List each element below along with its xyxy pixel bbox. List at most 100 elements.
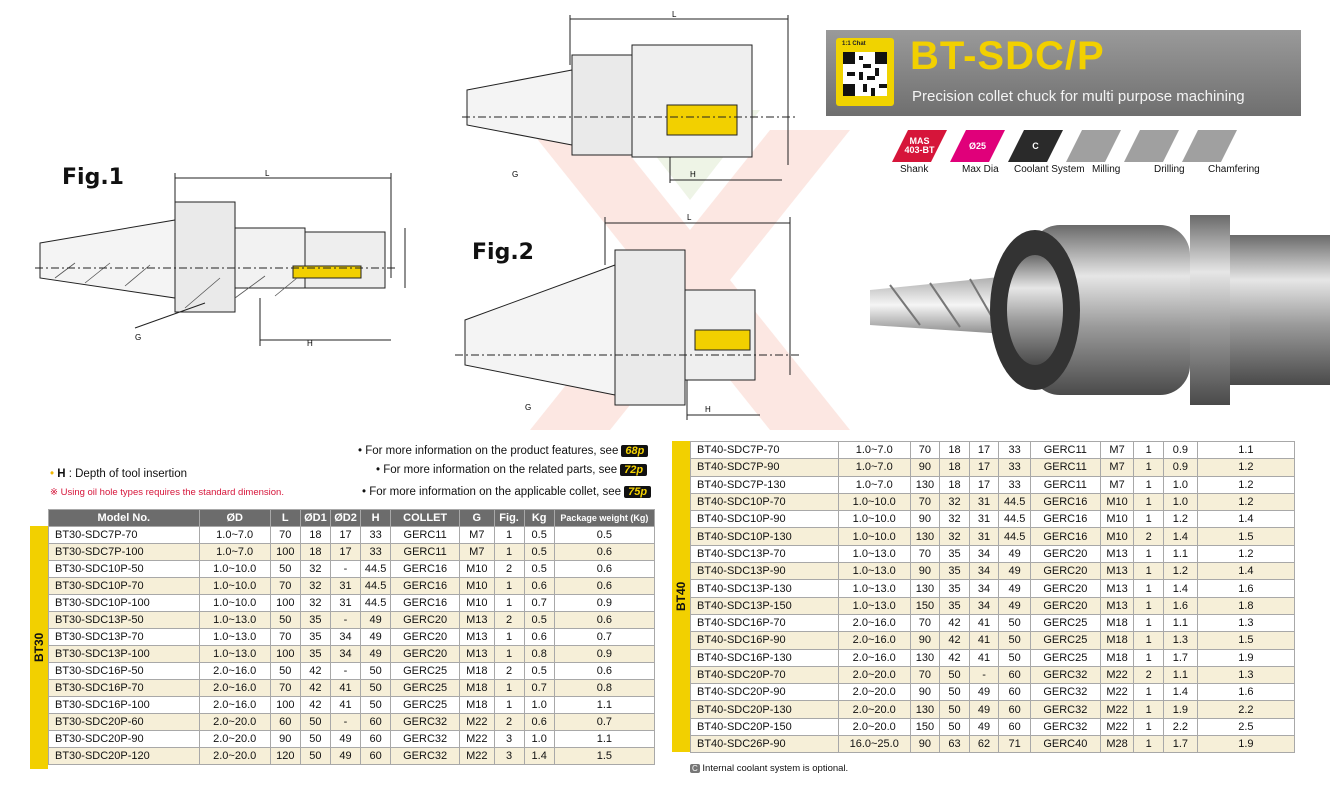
table-cell: 1.3 [1163, 631, 1198, 650]
table-cell: 18 [299, 526, 331, 544]
table-cell: GERC11 [1029, 440, 1101, 460]
table-cell: 0.5 [523, 543, 555, 561]
table-cell: M10 [459, 594, 495, 612]
table-cell: 70 [909, 544, 941, 564]
table-cell: 90 [909, 735, 941, 754]
bt30-header-cell: ØD1 [299, 509, 331, 527]
table-cell: 70 [269, 679, 301, 697]
table-cell: 1.0~13.0 [198, 611, 271, 629]
bt40-group-label: BT40 [672, 441, 690, 752]
table-cell: 35 [939, 562, 970, 581]
table-cell: 1.1 [1163, 665, 1198, 685]
table-cell: 60 [360, 747, 392, 765]
table-cell: 2.0~20.0 [837, 683, 911, 702]
table-cell: 1.7 [1163, 735, 1198, 754]
table-cell: 60 [269, 713, 301, 731]
feature-icon-caption: Drilling [1154, 164, 1185, 175]
table-cell: 1 [493, 577, 525, 595]
table-cell: 50 [998, 613, 1031, 633]
table-cell: 0.6 [523, 628, 555, 646]
table-cell: 34 [968, 579, 1000, 598]
table-cell: 33 [360, 526, 392, 544]
table-cell: 35 [299, 628, 331, 646]
table-cell: 49 [329, 747, 362, 765]
table-cell: 44.5 [998, 527, 1031, 546]
table-cell: M18 [1099, 613, 1135, 633]
table-cell: 90 [909, 631, 941, 650]
table-cell: GERC25 [390, 679, 461, 697]
table-cell: GERC11 [1029, 458, 1101, 477]
table-cell: 150 [909, 596, 941, 615]
table-cell: 1.9 [1163, 700, 1198, 719]
table-cell: GERC25 [1029, 613, 1101, 633]
table-cell: 2.0~16.0 [837, 648, 911, 667]
table-cell: GERC16 [390, 594, 461, 612]
table-cell: 2.0~20.0 [837, 717, 911, 737]
table-cell: 50 [269, 662, 301, 680]
table-cell: M13 [1099, 544, 1135, 564]
collet-page-ref[interactable]: 75p [624, 486, 652, 498]
table-cell: 41 [329, 679, 362, 697]
table-cell: 50 [360, 662, 392, 680]
fig3-H-label: H [690, 170, 696, 179]
fig1-drawing: L G H [35, 169, 406, 348]
table-cell: 32 [939, 492, 970, 512]
table-cell: BT40-SDC13P-70 [690, 544, 839, 564]
table-cell: 0.8 [553, 679, 656, 697]
table-cell: 1.0 [1163, 475, 1198, 494]
table-cell: 90 [909, 562, 941, 581]
table-cell: 18 [299, 543, 331, 561]
table-cell: M10 [459, 577, 495, 595]
table-cell: GERC11 [390, 526, 461, 544]
table-cell: M13 [459, 628, 495, 646]
feature-icon-caption: Milling [1092, 164, 1121, 175]
table-cell: 1.4 [1163, 683, 1198, 702]
bt30-header-cell: Kg [523, 509, 555, 527]
table-cell: 1.0~10.0 [837, 527, 911, 546]
table-cell: 1 [1133, 717, 1165, 737]
table-cell: GERC32 [390, 747, 461, 765]
table-cell: M22 [459, 713, 495, 731]
coolant-icon: C [690, 764, 700, 773]
table-cell: 44.5 [998, 510, 1031, 529]
table-cell: 1 [1133, 440, 1165, 460]
table-cell: GERC32 [1029, 717, 1101, 737]
table-cell: 1.5 [553, 747, 656, 765]
table-cell: 130 [909, 700, 941, 719]
table-cell: 35 [299, 645, 331, 663]
table-cell: 1.1 [553, 730, 656, 748]
bt30-header-cell: L [269, 509, 301, 527]
table-cell: M13 [1099, 579, 1135, 598]
table-cell: 1 [493, 696, 525, 714]
fig2-L-label: L [687, 213, 692, 222]
table-cell: 44.5 [360, 577, 392, 595]
bt30-header-cell: Fig. [493, 509, 525, 527]
table-cell: 49 [998, 562, 1031, 581]
table-cell: 2 [493, 713, 525, 731]
table-cell: 49 [968, 700, 1000, 719]
h-key: H [57, 468, 66, 480]
table-cell: BT30-SDC16P-100 [48, 696, 200, 714]
features-page-ref[interactable]: 68p [621, 445, 649, 457]
qr-badge[interactable]: 1:1 Chat [836, 38, 894, 106]
table-cell: GERC32 [390, 713, 461, 731]
table-cell: GERC20 [390, 645, 461, 663]
parts-page-ref[interactable]: 72p [620, 464, 648, 476]
table-cell: 1 [1133, 579, 1165, 598]
table-cell: M13 [1099, 562, 1135, 581]
table-cell: 1 [493, 543, 525, 561]
table-cell: - [968, 665, 1000, 685]
table-cell: 1.0 [523, 696, 555, 714]
fig3-drawing: L G H [462, 10, 797, 183]
fig1-G-label: G [135, 333, 141, 342]
table-cell: 2.0~16.0 [198, 679, 271, 697]
table-cell: 1.0~7.0 [837, 458, 911, 477]
